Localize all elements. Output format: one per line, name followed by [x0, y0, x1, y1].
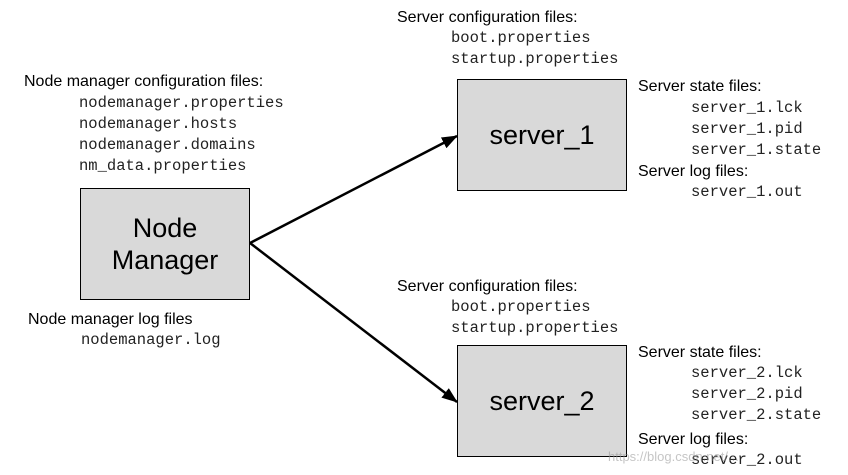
- server-2-config-heading: Server configuration files:: [397, 278, 578, 295]
- nm-log-file: nodemanager.log: [81, 331, 221, 349]
- server-1-log-heading: Server log files:: [638, 163, 749, 180]
- server-2-state-heading: Server state files:: [638, 344, 762, 361]
- nm-config-file: nodemanager.hosts: [79, 115, 238, 133]
- server-1-state-file: server_1.lck: [691, 99, 803, 117]
- server-2-state-file: server_2.pid: [691, 385, 803, 403]
- server-2-state-file: server_2.lck: [691, 364, 803, 382]
- node-manager-box: Node Manager: [80, 188, 250, 300]
- server-2-state-file: server_2.state: [691, 406, 822, 424]
- server-2-config-file: boot.properties: [451, 298, 591, 316]
- node-manager-box-label-line1: Node: [132, 213, 198, 243]
- server-1-config-file: boot.properties: [451, 29, 591, 47]
- watermark-text: https://blog.csdn.net/...: [608, 449, 739, 464]
- server-1-config-file: startup.properties: [451, 50, 619, 68]
- server-2-log-file: server_2.out: [691, 451, 803, 469]
- nm-log-heading: Node manager log files: [28, 311, 193, 328]
- server-1-config-heading: Server configuration files:: [397, 9, 578, 26]
- nm-config-file: nodemanager.domains: [79, 136, 256, 154]
- server-1-log-file: server_1.out: [691, 183, 803, 201]
- nm-config-heading: Node manager configuration files:: [24, 73, 264, 90]
- server-1-box: server_1: [457, 79, 627, 191]
- nm-config-file: nodemanager.properties: [79, 94, 284, 112]
- server-2-box: server_2: [457, 345, 627, 457]
- server-2-log-heading: Server log files:: [638, 431, 749, 448]
- server-1-state-file: server_1.pid: [691, 120, 803, 138]
- server-2-config-file: startup.properties: [451, 319, 619, 337]
- node-manager-box-label-line2: Manager: [111, 245, 219, 275]
- nm-config-file: nm_data.properties: [79, 157, 247, 175]
- server-1-state-heading: Server state files:: [638, 78, 762, 95]
- arrow-to-server-2: [249, 242, 458, 403]
- arrow-to-server-1: [249, 134, 458, 245]
- server-2-box-label: server_2: [489, 385, 595, 416]
- server-1-state-file: server_1.state: [691, 141, 822, 159]
- server-1-box-label: server_1: [489, 119, 595, 150]
